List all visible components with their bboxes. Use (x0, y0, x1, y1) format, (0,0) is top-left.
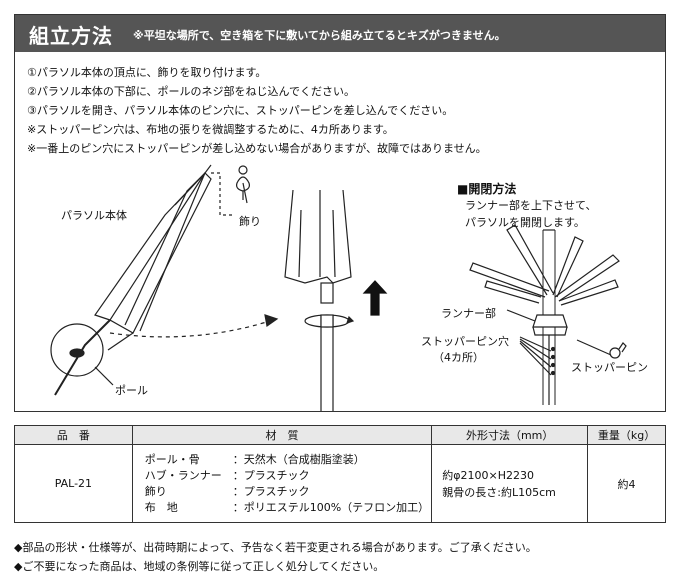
spec-row: PAL-21 ポール・骨 ：天然木（合成樹脂塗装） ハブ・ランナー ：プラスチック … (14, 444, 666, 523)
label-stopper-pin: ストッパーピン (571, 361, 648, 374)
header-weight: 重量（kg） (587, 425, 666, 445)
footnote: ◆ご不要になった商品は、地域の条例等に従って正しく処分してください。 (14, 560, 385, 573)
footnote: ◆部品の形状・仕様等が、出荷時期によって、予告なく若干変更される場合があります。… (14, 541, 537, 554)
material-part: 飾り (144, 484, 167, 498)
material-item: ポール・骨 ：天然木（合成樹脂塗装） (133, 452, 432, 468)
label-stopper-hole: ストッパーピン穴 (421, 335, 509, 348)
section-title: 組立方法 (29, 24, 113, 48)
material-item: 布 地 ：ポリエステル100%（テフロン加工） (133, 500, 432, 516)
material-item: 飾り ：プラスチック (133, 484, 432, 500)
header-product-code: 品 番 (14, 425, 133, 445)
material-part: ハブ・ランナー (144, 468, 222, 482)
materials-cell: ポール・骨 ：天然木（合成樹脂塗装） ハブ・ランナー ：プラスチック 飾り ：プラスチ… (131, 444, 433, 523)
open-close-title: ■開閉方法 (457, 182, 517, 196)
assembly-panel: 組立方法 ※平坦な場所で、空き箱を下に敷いてから組み立てるとキズがつきません。 … (14, 14, 666, 412)
assembly-illustration (50, 164, 627, 411)
spec-header-row: 品 番 材 質 外形寸法（mm） 重量（kg） (14, 425, 666, 445)
product-code: PAL-21 (14, 444, 133, 523)
instruction-step: ②パラソル本体の下部に、ポールのネジ部をねじ込んでください。 (27, 85, 355, 98)
header-note: ※平坦な場所で、空き箱を下に敷いてから組み立てるとキズがつきません。 (133, 29, 506, 42)
header-material: 材 質 (131, 425, 433, 445)
open-close-line: ランナー部を上下させて、 (465, 199, 597, 212)
material-value: ：プラスチック (232, 484, 310, 498)
label-pole: ポール (115, 384, 148, 397)
instruction-list: ①パラソル本体の頂点に、飾りを取り付けます。 ②パラソル本体の下部に、ポールのネ… (27, 63, 487, 158)
instruction-note: ※一番上のピン穴にストッパーピンが差し込めない場合がありますが、故障ではありませ… (27, 142, 487, 155)
instruction-step: ③パラソルを開き、パラソル本体のピン穴に、ストッパーピンを差し込んでください。 (27, 104, 454, 117)
material-item: ハブ・ランナー ：プラスチック (133, 468, 432, 484)
material-part: 布 地 (144, 500, 178, 514)
label-stopper-hole-count: （4カ所） (433, 351, 484, 364)
dimension-size: 約φ2100×H2230 (442, 468, 534, 482)
material-value: ：ポリエステル100%（テフロン加工） (232, 500, 430, 514)
dimensions-cell: 約φ2100×H2230 親骨の長さ:約L105cm (431, 444, 589, 523)
header-dimensions: 外形寸法（mm） (431, 425, 589, 445)
section-header: 組立方法 ※平坦な場所で、空き箱を下に敷いてから組み立てるとキズがつきません。 (15, 15, 665, 52)
open-close-line: パラソルを開閉します。 (465, 216, 585, 229)
weight-value: 約4 (587, 444, 666, 523)
instruction-note: ※ストッパーピン穴は、布地の張りを微調整するために、4カ所あります。 (27, 123, 394, 136)
material-value: ：天然木（合成樹脂塗装） (232, 452, 365, 466)
label-ornament: 飾り (239, 215, 261, 228)
label-runner: ランナー部 (441, 307, 496, 320)
material-part: ポール・骨 (144, 452, 200, 466)
instruction-step: ①パラソル本体の頂点に、飾りを取り付けます。 (27, 66, 267, 79)
dimension-rib-length: 親骨の長さ:約L105cm (442, 485, 556, 499)
material-value: ：プラスチック (232, 468, 310, 482)
open-close-description: ランナー部を上下させて、 パラソルを開閉します。 (465, 197, 596, 231)
spec-table: 品 番 材 質 外形寸法（mm） 重量（kg） PAL-21 ポール・骨 ：天然木… (14, 425, 666, 523)
label-parasol-body: パラソル本体 (61, 209, 127, 222)
